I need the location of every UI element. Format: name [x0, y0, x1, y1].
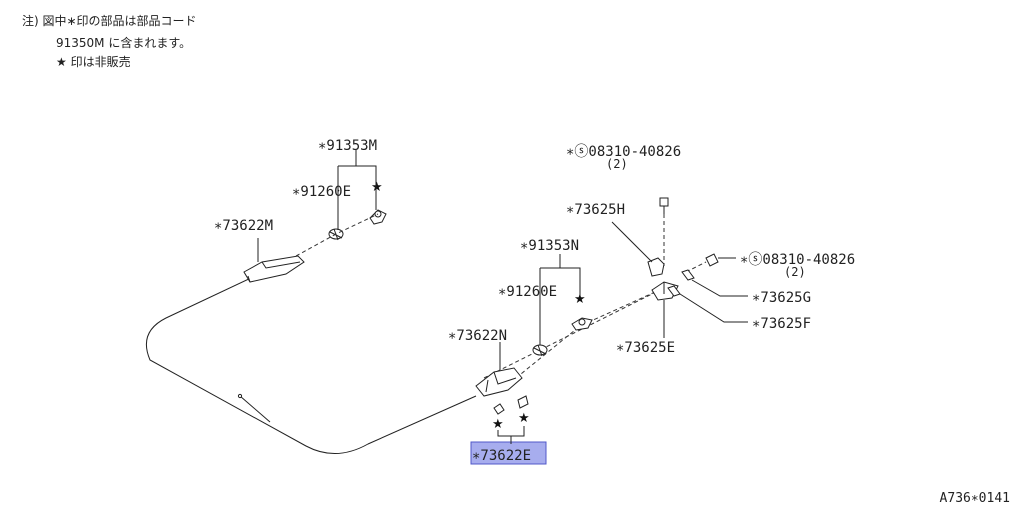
leader-91353M [337, 150, 377, 230]
label-73625H: ∗73625H [566, 202, 625, 218]
label-73622M: ∗73622M [214, 218, 273, 234]
clip-star-mid-icon [571, 317, 593, 331]
star-icon: ★ [574, 292, 586, 307]
assembly-axis-upper [295, 213, 379, 257]
star-icon: ★ [371, 180, 383, 195]
screw-right-icon [705, 253, 719, 267]
sunroof-panel-outline [146, 268, 477, 455]
label-91353N: ∗91353N [520, 238, 579, 254]
bracket-73622M-icon [243, 255, 305, 283]
label-73622E[interactable]: ∗73622E [472, 448, 531, 464]
label-08310-right: ∗ⓢ08310-40826 [740, 252, 855, 268]
shim-73625G-icon [681, 269, 695, 281]
assembly-axis-main [483, 289, 661, 379]
bracket-73622N-icon [475, 367, 523, 397]
label-91260E-mid: ∗91260E [498, 284, 557, 300]
label-73625F: ∗73625F [752, 316, 811, 332]
panel-rod [239, 395, 271, 423]
clip-91260E-mid-icon [532, 344, 548, 357]
note-line-2: 91350M に含まれます。 [56, 36, 192, 50]
note-line-1: 注) 図中∗印の部品は部品コード [22, 14, 197, 28]
part-label-highlight [470, 441, 547, 465]
star-icon: ★ [518, 411, 530, 426]
star-icon: ★ [492, 417, 504, 432]
label-73625G: ∗73625G [752, 290, 811, 306]
note-line-3: ★ 印は非販売 [56, 55, 131, 69]
leader-73625G [691, 279, 748, 297]
clip-lower-right-icon [517, 395, 529, 409]
label-08310-top-qty: (2) [606, 157, 628, 171]
screw-axis-right [685, 261, 707, 273]
label-91260E-left: ∗91260E [292, 184, 351, 200]
label-08310-right-qty: (2) [784, 265, 806, 279]
label-73622N: ∗73622N [448, 328, 507, 344]
leader-73625H [611, 221, 653, 263]
bracket-73625H-icon [647, 257, 665, 277]
leader-91353N [539, 254, 581, 346]
label-91353M: ∗91353M [318, 138, 377, 154]
clip-lower-left-icon [493, 403, 505, 415]
screw-top-icon [659, 197, 669, 214]
diagram-reference-code: A736∗0141 [939, 491, 1010, 506]
leader-73622E [497, 426, 525, 444]
assembly-axis-lower [515, 287, 665, 379]
leader-73625F [679, 293, 748, 323]
label-73625E: ∗73625E [616, 340, 675, 356]
label-08310-top: ∗ⓢ08310-40826 [566, 144, 681, 160]
rod-end-icon [237, 393, 243, 399]
